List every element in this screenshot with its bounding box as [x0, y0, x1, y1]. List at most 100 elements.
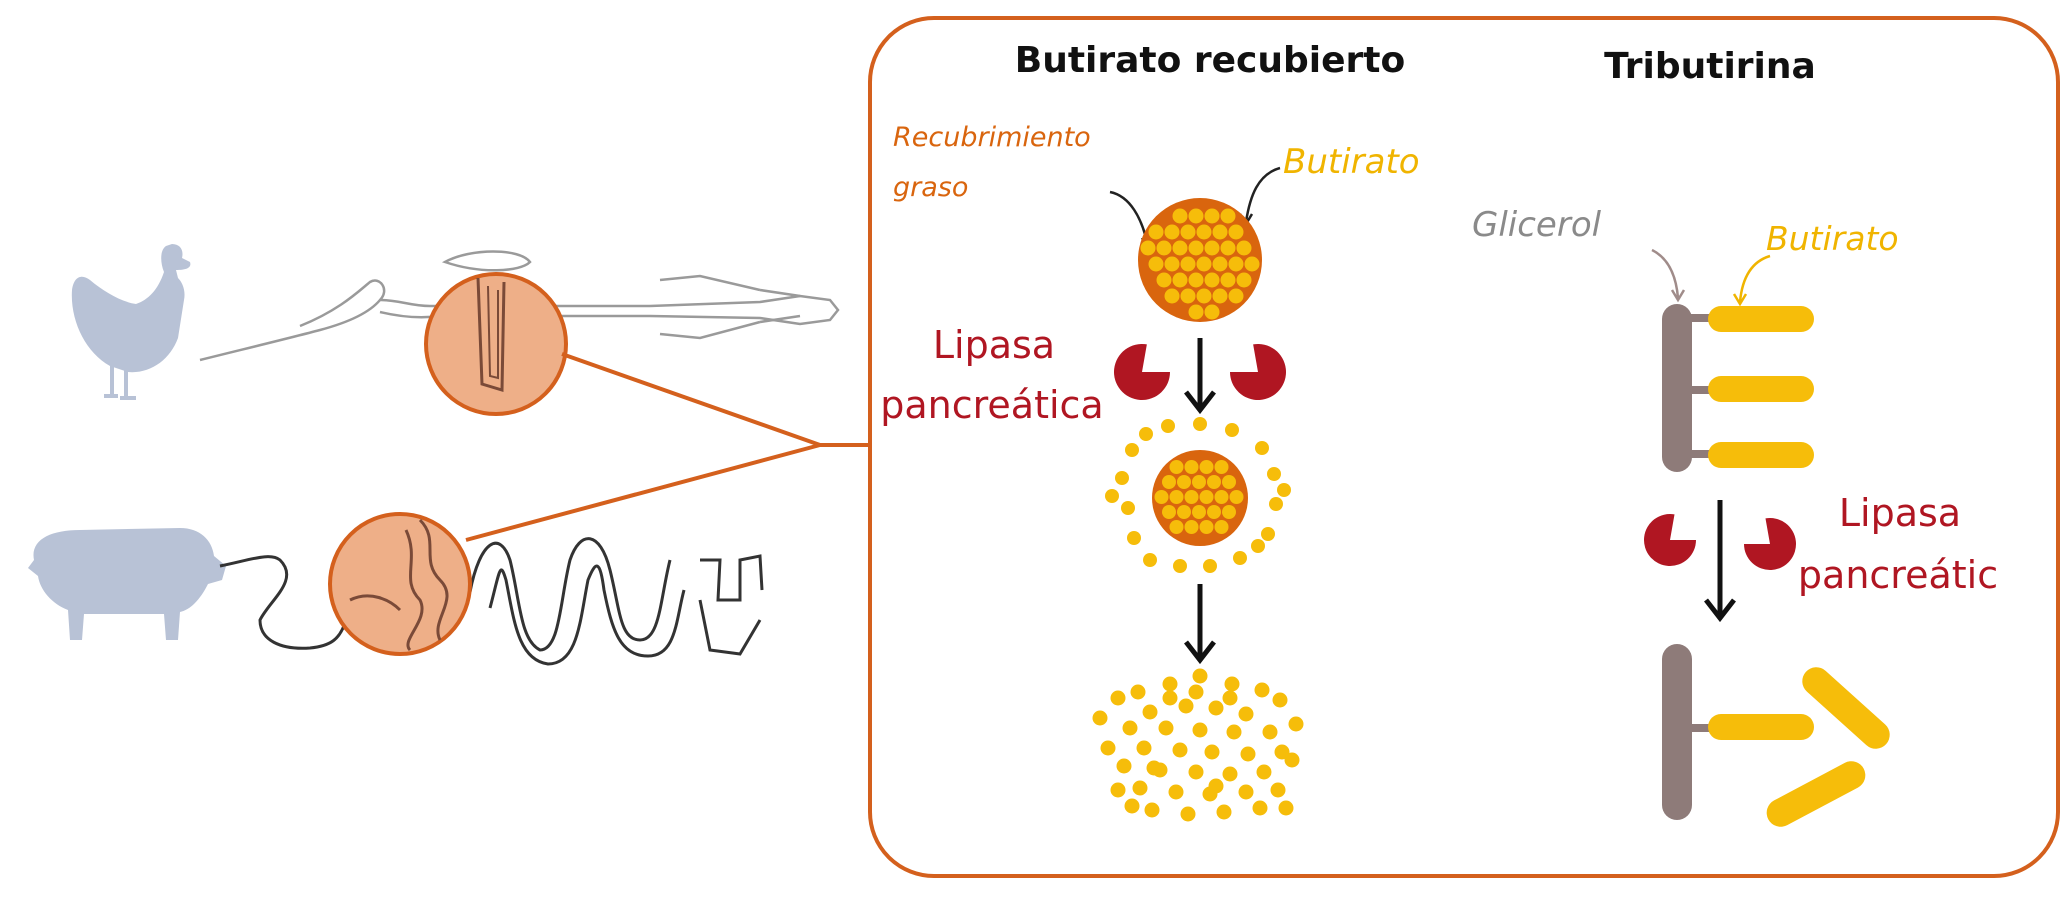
butyrate-droplet	[1226, 724, 1242, 740]
butyrate-droplet	[1196, 256, 1212, 272]
glycerol-pointer	[1651, 248, 1680, 299]
butyrate-droplet	[1214, 460, 1229, 474]
tributyrin-molecule-intact	[1662, 304, 1814, 472]
butyrate-droplet	[1158, 720, 1174, 736]
tributyrin-butyrate-label: Butirato	[1766, 219, 1899, 258]
butyrate-droplet	[1220, 272, 1236, 288]
butyrate-droplet	[1156, 240, 1172, 256]
tributyrin-molecule-cleaved	[1662, 644, 1890, 827]
butyrate-droplet	[1143, 553, 1157, 567]
butyrate-droplet	[1256, 764, 1272, 780]
butyrate-droplet	[1278, 800, 1294, 816]
butyrate-droplet	[1204, 240, 1220, 256]
butyrate-droplet	[1154, 490, 1169, 504]
butyrate-droplet	[1169, 460, 1184, 474]
butyrate-droplet	[1208, 778, 1224, 794]
butyrate-droplet	[1127, 531, 1141, 545]
butyrate-droplet	[1199, 460, 1214, 474]
butyrate-droplet	[1188, 764, 1204, 780]
butyrate-droplet	[1192, 668, 1208, 684]
butyrate-droplet	[1162, 505, 1176, 519]
butyrate-droplet	[1177, 475, 1191, 489]
butyrate-pointer	[1244, 166, 1281, 223]
butyrate-droplet	[1212, 224, 1228, 240]
butyrate-droplet	[1204, 208, 1220, 224]
butyrate-droplet	[1222, 505, 1236, 519]
butyrate-droplet	[1188, 272, 1204, 288]
butyrate-droplet	[1180, 288, 1196, 304]
tributyrin-title: Tributirina	[1604, 46, 1816, 87]
lipase-enzyme-left	[1114, 344, 1170, 401]
butyrate-droplet	[1262, 724, 1278, 740]
butyrate-droplet	[1274, 744, 1290, 760]
butyrate-droplet	[1184, 490, 1199, 504]
butyrate-droplet	[1136, 740, 1152, 756]
butyrate-droplet	[1199, 490, 1214, 504]
tributyrin-lipase-label-line2: pancreátic	[1798, 553, 1998, 597]
butyrate-droplet	[1172, 208, 1188, 224]
butyrate-droplet	[1214, 520, 1229, 534]
butyrate-droplet	[1244, 256, 1260, 272]
chicken-tract	[199, 250, 840, 362]
glycerol-label: Glicerol	[1472, 205, 1602, 245]
coated-butyrate-title: Butirato recubierto	[1015, 40, 1406, 81]
butyrate-droplet	[1203, 559, 1217, 573]
butyrate-droplet	[1180, 256, 1196, 272]
butyrate-droplet	[1122, 720, 1138, 736]
butyrate-droplet	[1168, 784, 1184, 800]
butyrate-droplet	[1164, 224, 1180, 240]
butyrate-droplet	[1288, 716, 1304, 732]
butyrate-droplet	[1188, 240, 1204, 256]
butyrate-droplet	[1233, 551, 1247, 565]
butyrate-droplet	[1212, 256, 1228, 272]
butyrate-droplet	[1184, 460, 1199, 474]
pig-tract	[219, 537, 764, 666]
butyrate-droplet	[1204, 304, 1220, 320]
butyrate-droplet	[1132, 780, 1148, 796]
butyrate-droplet	[1240, 746, 1256, 762]
chicken-duodenal-loop	[476, 277, 506, 393]
tributyrin-lipase-label-line1: Lipasa	[1839, 491, 1961, 535]
tributyrin-lipase-left	[1644, 514, 1696, 567]
pig-icon	[28, 528, 226, 640]
butyrate-droplet	[1199, 520, 1214, 534]
butyrate-droplet	[1110, 690, 1126, 706]
tributyrin-lipase-right	[1744, 518, 1796, 571]
pig-duodenum	[349, 518, 449, 652]
butyrate-droplet	[1172, 272, 1188, 288]
pig-magnifier	[328, 512, 472, 656]
butyrate-droplet	[1162, 690, 1178, 706]
butyrate-droplet	[1196, 224, 1212, 240]
butyrate-droplet	[1212, 288, 1228, 304]
butyrate-droplet	[1225, 423, 1239, 437]
butyrate-droplet	[1228, 256, 1244, 272]
butyrate-droplet	[1261, 527, 1275, 541]
chicken-magnifier	[424, 272, 568, 416]
butyrate-droplet	[1222, 475, 1236, 489]
butyrate-droplet	[1169, 490, 1184, 504]
butyrate-droplet	[1162, 475, 1176, 489]
butyrate-droplet	[1092, 710, 1108, 726]
butyrate-droplet	[1180, 224, 1196, 240]
butyrate-droplet	[1220, 240, 1236, 256]
butyrate-droplet	[1277, 483, 1291, 497]
butyrate-droplet	[1148, 224, 1164, 240]
butyrate-droplet	[1178, 698, 1194, 714]
butyrate-droplet	[1130, 684, 1146, 700]
chicken-icon	[71, 244, 191, 400]
butyrate-droplet	[1193, 417, 1207, 431]
butyrate-droplet	[1110, 782, 1126, 798]
butyrate-droplet	[1177, 505, 1191, 519]
butyrate-droplet	[1255, 441, 1269, 455]
butyrate-droplet	[1204, 744, 1220, 760]
butyrate-droplet	[1161, 419, 1175, 433]
butyrate-droplet	[1172, 240, 1188, 256]
butyrate-droplet	[1142, 704, 1158, 720]
butyrate-droplet	[1220, 208, 1236, 224]
butyrate-droplet	[1115, 471, 1129, 485]
butyrate-droplet	[1207, 475, 1221, 489]
connector-lines	[465, 352, 870, 542]
coated-lipase-label-line1: Lipasa	[933, 323, 1055, 367]
butyrate-droplet	[1144, 802, 1160, 818]
butyrate-droplet	[1172, 742, 1188, 758]
